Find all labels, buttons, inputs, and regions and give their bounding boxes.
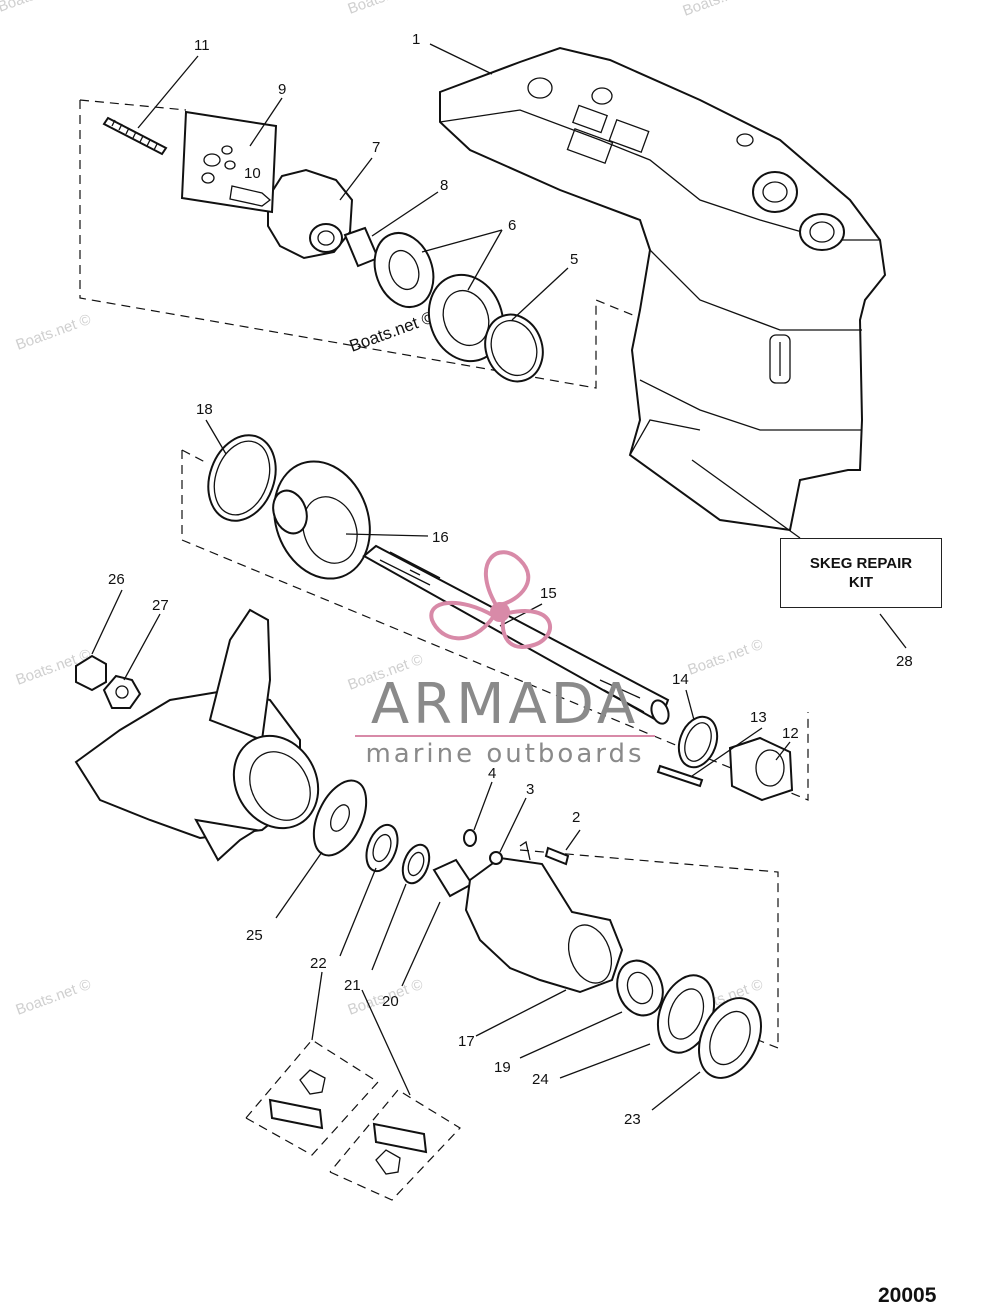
oil-seal-inner bbox=[401, 843, 431, 885]
watermark: Boats.net © bbox=[0, 0, 75, 16]
callout-7: 7 bbox=[372, 139, 380, 156]
callout-15: 15 bbox=[540, 585, 557, 602]
callout-3: 3 bbox=[526, 781, 534, 798]
callout-20: 20 bbox=[382, 993, 399, 1010]
callout-4: 4 bbox=[488, 765, 496, 782]
pinion-gear-parts bbox=[267, 168, 544, 383]
callout-26: 26 bbox=[108, 571, 125, 588]
watermark: Boats.net © bbox=[346, 0, 426, 18]
callout-11: 11 bbox=[194, 37, 210, 54]
kit-card bbox=[180, 110, 278, 214]
clutch bbox=[728, 736, 794, 802]
callout-5: 5 bbox=[570, 251, 578, 268]
watermark: Boats.net © bbox=[347, 307, 438, 355]
skeg-repair-kit-box: SKEG REPAIR KIT bbox=[780, 538, 942, 608]
shim bbox=[484, 313, 544, 383]
callout-1: 1 bbox=[412, 31, 420, 48]
oil-seal-outer bbox=[365, 823, 399, 873]
o-ring bbox=[207, 434, 277, 522]
clutch-parts bbox=[656, 715, 794, 802]
callout-25: 25 bbox=[246, 927, 263, 944]
watermark: Boats.net © bbox=[14, 976, 94, 1019]
watermark: Boats.net © bbox=[14, 311, 94, 354]
bearing-carrier bbox=[464, 856, 624, 994]
callout-9: 9 bbox=[278, 81, 286, 98]
brand-divider bbox=[355, 735, 655, 737]
brand-tagline: marine outboards bbox=[365, 739, 645, 769]
callout-21: 21 bbox=[344, 977, 361, 994]
callout-6: 6 bbox=[508, 217, 516, 234]
bearing-small-4 bbox=[463, 829, 477, 847]
skeg-box-line-2: KIT bbox=[848, 574, 874, 591]
cross-pin bbox=[656, 764, 704, 788]
callout-13: 13 bbox=[750, 709, 767, 726]
washer-small-3 bbox=[489, 851, 503, 865]
callout-23: 23 bbox=[624, 1111, 641, 1128]
prop-nut bbox=[75, 654, 107, 692]
tapered-bearing bbox=[373, 232, 435, 308]
watermark: Boats.net © bbox=[686, 636, 766, 679]
callout-10: 10 bbox=[244, 165, 261, 182]
callout-labels: 1 2 3 4 5 6 7 8 9 10 11 12 13 14 15 16 1… bbox=[108, 31, 913, 1128]
callout-28: 28 bbox=[896, 653, 913, 670]
shift-parts-kit bbox=[102, 110, 278, 214]
callout-14: 14 bbox=[672, 671, 689, 688]
callout-16: 16 bbox=[432, 529, 449, 546]
roller-bearing bbox=[343, 226, 380, 268]
needle-bearing bbox=[432, 858, 474, 898]
stud-2 bbox=[544, 846, 570, 866]
callout-17: 17 bbox=[458, 1033, 475, 1050]
assembly-boundaries bbox=[79, 99, 809, 1201]
spring bbox=[102, 116, 168, 156]
thrust-hub bbox=[312, 779, 368, 857]
gearcase-housing bbox=[439, 46, 887, 532]
thrust-bearing bbox=[698, 997, 762, 1079]
callout-22: 22 bbox=[310, 955, 327, 972]
callout-18: 18 bbox=[196, 401, 213, 418]
retaining-ring bbox=[677, 715, 719, 769]
callout-2: 2 bbox=[572, 809, 580, 826]
reverse-gear-bearing bbox=[616, 959, 664, 1017]
callout-12: 12 bbox=[782, 725, 799, 742]
brand-name: ARMADA bbox=[370, 672, 640, 737]
callout-24: 24 bbox=[532, 1071, 549, 1088]
bearing-carrier-parts bbox=[312, 779, 762, 1079]
drawing-number: 20005 bbox=[878, 1284, 937, 1307]
tab-washer bbox=[102, 674, 142, 709]
callout-8: 8 bbox=[440, 177, 448, 194]
watermark: Boats.net © bbox=[681, 0, 761, 20]
leader-lines bbox=[91, 43, 907, 1111]
brand-logo-icon bbox=[429, 550, 552, 649]
skeg-box-line-1: SKEG REPAIR bbox=[809, 555, 913, 572]
forward-gear bbox=[272, 460, 371, 580]
callout-27: 27 bbox=[152, 597, 169, 614]
seal-kit-contents bbox=[268, 1069, 428, 1175]
callout-19: 19 bbox=[494, 1059, 511, 1076]
propeller bbox=[74, 608, 320, 862]
brand-watermark: ARMADA marine outboards bbox=[340, 675, 670, 771]
propeller-shaft bbox=[362, 544, 670, 725]
